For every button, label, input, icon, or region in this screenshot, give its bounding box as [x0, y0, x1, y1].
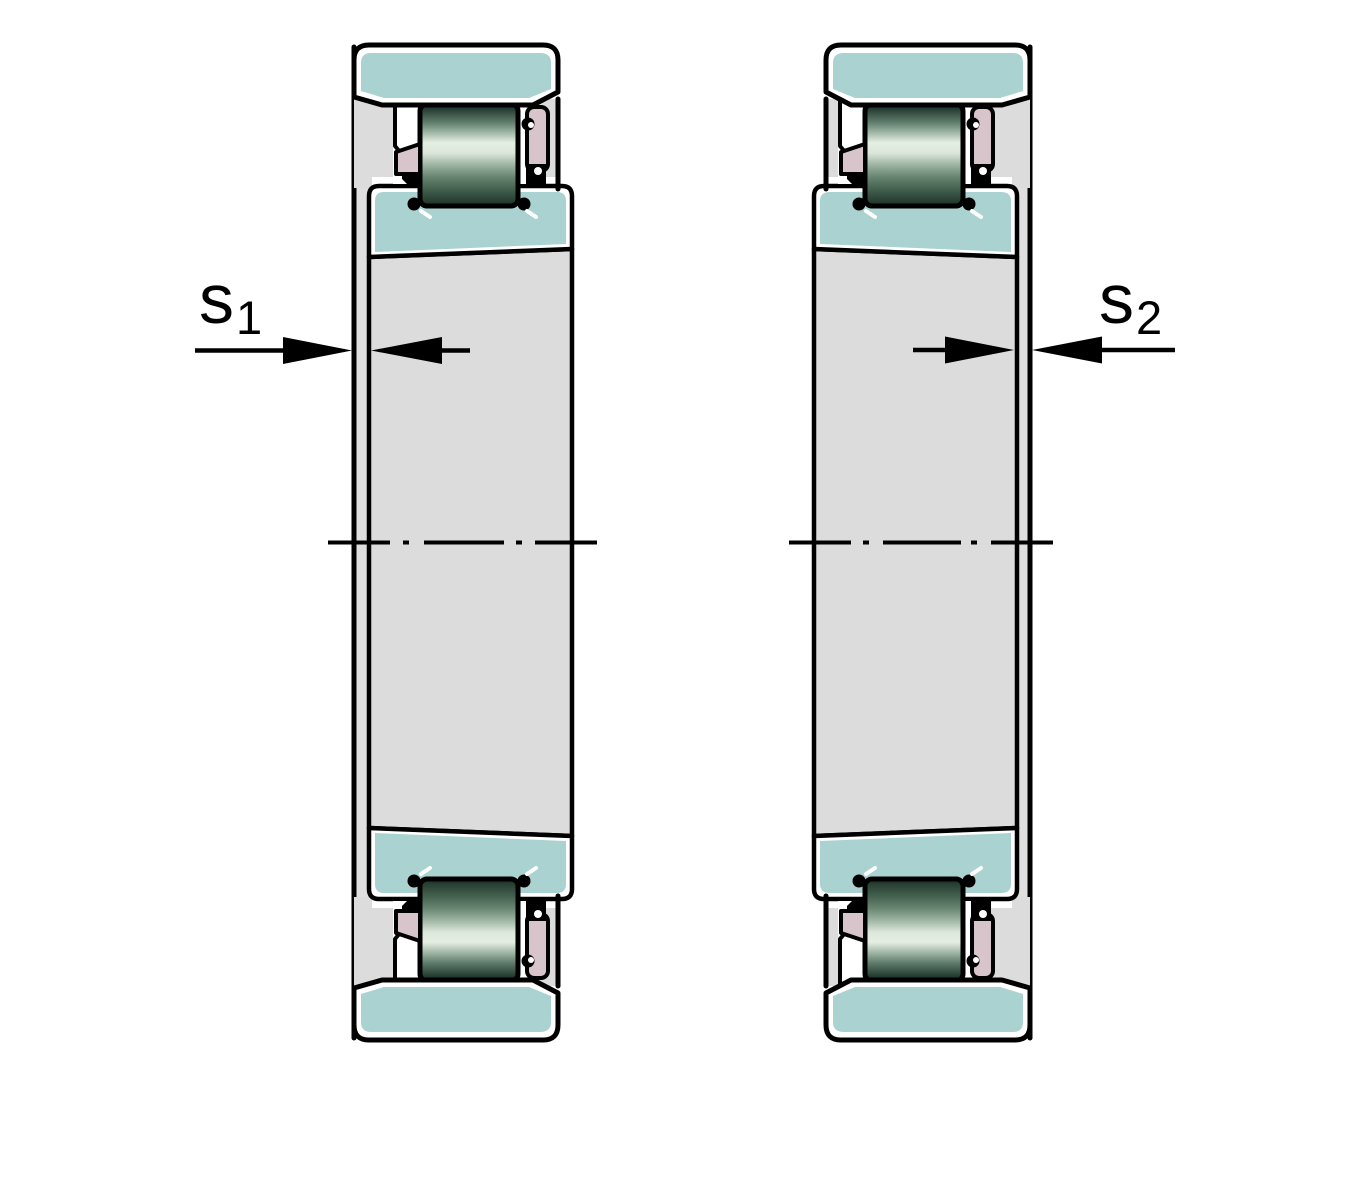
- s1-label-subscript: 1: [236, 291, 263, 344]
- s2-dimension-label: s2: [1099, 264, 1163, 344]
- lower-half: [814, 828, 1030, 1040]
- left-bearing: [328, 45, 597, 1040]
- s1-arrowhead-left: [283, 337, 352, 364]
- s2-label-base: s: [1099, 260, 1134, 338]
- s2-label-subscript: 2: [1136, 291, 1163, 344]
- s2-arrowhead-right: [1032, 336, 1102, 364]
- right-bearing: [789, 45, 1053, 1040]
- upper-half: [814, 45, 1030, 257]
- s1-label-base: s: [199, 260, 234, 338]
- dimension-s1: [195, 337, 470, 364]
- s2-arrowhead-left: [945, 336, 1014, 364]
- s1-arrowhead-right: [371, 337, 442, 364]
- s1-dimension-label: s1: [199, 264, 263, 344]
- dimension-s2: [913, 336, 1175, 364]
- upper-half: [354, 45, 572, 257]
- lower-half: [354, 828, 572, 1040]
